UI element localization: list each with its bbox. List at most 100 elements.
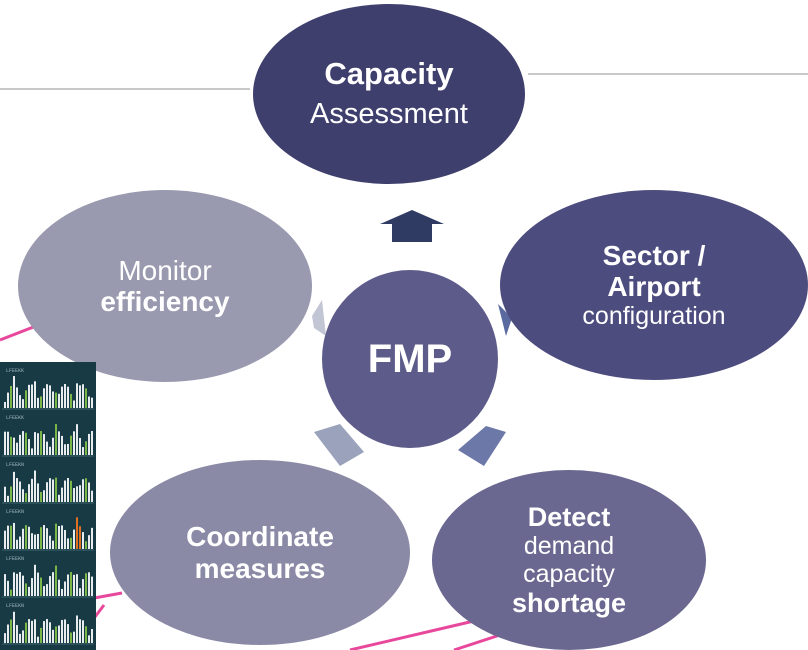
thumbnail-bar bbox=[82, 479, 84, 502]
coordinate-label: Coordinate bbox=[186, 521, 334, 553]
thumbnail-bar bbox=[13, 572, 15, 596]
thumbnail-bar bbox=[37, 533, 39, 549]
thumbnail-bar bbox=[55, 523, 57, 549]
thumbnail-bar bbox=[22, 431, 24, 455]
thumbnail-bar bbox=[52, 540, 54, 549]
thumbnail-bar bbox=[19, 572, 21, 596]
thumbnail-bar bbox=[28, 384, 30, 408]
thumbnail-bar bbox=[25, 493, 27, 502]
thumbnail-bar bbox=[49, 622, 51, 643]
thumbnail-bar bbox=[73, 400, 75, 408]
thumbnail-bar bbox=[7, 495, 9, 502]
thumbnail-bar bbox=[91, 397, 93, 408]
fmp-label: FMP bbox=[367, 336, 453, 381]
top-divider-right bbox=[528, 73, 808, 75]
thumbnail-bar bbox=[19, 481, 21, 502]
thumbnail-bar bbox=[37, 397, 39, 408]
thumbnail-strip-label: LFEEKK bbox=[6, 415, 25, 421]
thumbnail-bar bbox=[85, 478, 87, 502]
thumbnail-bar bbox=[19, 536, 21, 549]
thumbnail-bar bbox=[73, 631, 75, 643]
thumbnail-bar bbox=[31, 448, 33, 455]
thumbnail-bar bbox=[88, 396, 90, 408]
thumbnail-bar bbox=[85, 541, 87, 549]
thumbnail-bar bbox=[4, 431, 6, 455]
thumbnail-bar bbox=[67, 538, 69, 549]
thumbnail-bar bbox=[37, 483, 39, 502]
thumbnail-bar bbox=[34, 619, 36, 643]
thumbnail-bar bbox=[7, 525, 9, 549]
thumbnail-bar bbox=[49, 535, 51, 549]
thumbnail-bar bbox=[55, 477, 57, 502]
thumbnail-strip-label: LFEEKK bbox=[6, 368, 25, 374]
fmp-center-node: FMP bbox=[322, 270, 498, 448]
thumbnail-bar bbox=[76, 424, 78, 455]
sector-airport-configuration-node: Sector / Airport configuration bbox=[500, 190, 808, 380]
thumbnail-bar bbox=[16, 387, 18, 408]
thumbnail-bar bbox=[52, 572, 54, 596]
thumbnail-bar bbox=[4, 574, 6, 596]
thumbnail-bar bbox=[82, 532, 84, 549]
monitor-efficiency-node: Monitor efficiency bbox=[18, 190, 312, 382]
configuration-subtitle: configuration bbox=[582, 302, 726, 331]
thumbnail-bar bbox=[13, 471, 15, 502]
thumbnail-bar bbox=[67, 386, 69, 408]
thumbnail-bar bbox=[37, 433, 39, 455]
arrow-right-icon bbox=[498, 304, 512, 336]
thumbnail-strip-label: LFEEKN bbox=[6, 509, 25, 515]
thumbnail-bar bbox=[19, 633, 21, 643]
thumbnail-bar bbox=[61, 487, 63, 502]
thumbnail-bar bbox=[64, 529, 66, 549]
detect-label: Detect bbox=[527, 501, 611, 532]
thumbnail-bar bbox=[85, 626, 87, 643]
thumbnail-bar bbox=[28, 439, 30, 455]
thumbnail-bar bbox=[55, 392, 57, 408]
thumbnail-bar bbox=[52, 437, 54, 455]
thumbnail-bar bbox=[61, 619, 63, 643]
thumbnail-strip-chart bbox=[2, 517, 94, 551]
thumbnail-bar bbox=[85, 573, 87, 596]
thumbnail-bar bbox=[13, 611, 15, 643]
thumbnail-bar bbox=[61, 435, 63, 455]
thumbnail-bar bbox=[19, 395, 21, 408]
thumbnail-bar bbox=[64, 444, 66, 455]
thumbnail-bar bbox=[79, 485, 81, 502]
monitor-label: Monitor bbox=[118, 254, 212, 286]
thumbnail-bar bbox=[88, 635, 90, 643]
thumbnail-bar bbox=[70, 632, 72, 643]
thumbnail-bar bbox=[58, 625, 60, 643]
thumbnail-bar bbox=[76, 486, 78, 502]
thumbnail-bar bbox=[34, 534, 36, 549]
thumbnail-bar bbox=[52, 629, 54, 643]
thumbnail-bar bbox=[13, 522, 15, 549]
thumbnail-bar bbox=[52, 479, 54, 502]
thumbnail-bar bbox=[25, 583, 27, 596]
callout-line bbox=[453, 633, 501, 650]
thumbnail-bar bbox=[58, 526, 60, 549]
detect-shortage-node: Detect demand capacity shortage bbox=[432, 470, 706, 650]
thumbnail-bar bbox=[88, 572, 90, 596]
thumbnail-bar bbox=[25, 622, 27, 643]
thumbnail-strip-chart bbox=[2, 611, 94, 645]
thumbnail-bar bbox=[46, 584, 48, 596]
thumbnail-bar bbox=[70, 572, 72, 596]
thumbnail-bar bbox=[28, 526, 30, 549]
thumbnail-bar bbox=[16, 625, 18, 643]
thumbnail-bar bbox=[40, 491, 42, 502]
thumbnail-bar bbox=[88, 535, 90, 549]
thumbnail-bar bbox=[67, 624, 69, 643]
thumbnail-bar bbox=[46, 619, 48, 643]
sector-title: Sector / bbox=[602, 239, 706, 271]
thumbnail-bar bbox=[88, 482, 90, 502]
thumbnail-bar bbox=[40, 396, 42, 408]
thumbnail-bar bbox=[67, 443, 69, 455]
thumbnail-bar bbox=[34, 470, 36, 502]
arrow-down-left-icon bbox=[314, 424, 364, 466]
thumbnail-bar bbox=[73, 574, 75, 596]
thumbnail-bar bbox=[16, 573, 18, 596]
thumbnail-bar bbox=[10, 385, 12, 408]
demand-label: demand bbox=[523, 532, 615, 560]
capacity-subtitle: Assessment bbox=[310, 98, 468, 131]
thumbnail-bar bbox=[91, 431, 93, 455]
